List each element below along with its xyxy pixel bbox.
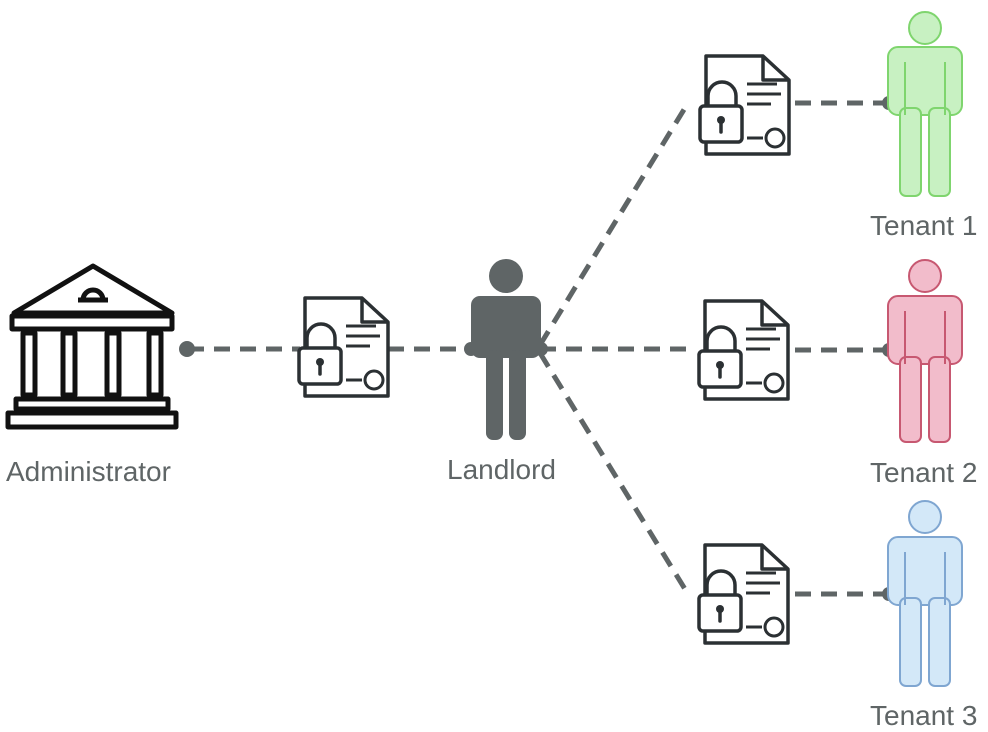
tenant-3-label: Tenant 3 <box>870 700 978 731</box>
landlord-person-icon <box>471 259 541 440</box>
bank-building-icon <box>5 263 179 430</box>
tenant-2-person-icon <box>887 259 963 443</box>
contract-icon-admin <box>297 296 390 398</box>
administrator-label: Administrator <box>6 456 171 487</box>
connectors <box>188 100 888 597</box>
tenant-3-person-icon <box>887 500 963 687</box>
contract-icon-tenant-1 <box>698 54 791 156</box>
connector-landlord-to-contract-1 <box>537 101 691 347</box>
contract-icon-tenant-3 <box>697 543 790 645</box>
contract-icon-tenant-2 <box>697 299 790 401</box>
tenant-1-person-icon <box>887 11 963 197</box>
tenant-1-label: Tenant 1 <box>870 210 978 241</box>
landlord-label: Landlord <box>447 454 556 485</box>
connector-landlord-to-contract-3 <box>537 351 691 596</box>
connector-endpoint-admin <box>179 341 195 357</box>
tenant-2-label: Tenant 2 <box>870 457 978 488</box>
